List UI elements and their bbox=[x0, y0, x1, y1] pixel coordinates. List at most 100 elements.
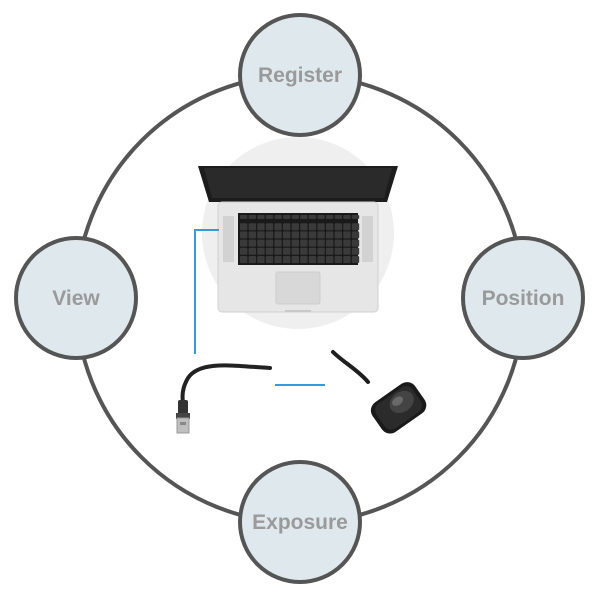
keyboard-key bbox=[240, 215, 248, 219]
node-view-circle bbox=[14, 236, 138, 360]
keyboard-key bbox=[265, 231, 274, 239]
keyboard-key bbox=[274, 215, 282, 219]
keyboard-key bbox=[283, 215, 291, 219]
node-exposure-circle bbox=[238, 460, 362, 584]
keyboard-key bbox=[308, 247, 317, 255]
node-register-label: Register bbox=[258, 64, 342, 87]
keyboard-key bbox=[351, 239, 360, 247]
keyboard-key bbox=[265, 256, 274, 263]
keyboard-key bbox=[308, 256, 317, 263]
keyboard-key bbox=[240, 247, 248, 255]
node-position-circle bbox=[461, 236, 585, 360]
keyboard-key bbox=[283, 231, 291, 239]
keyboard-key bbox=[265, 223, 274, 231]
keyboard-key bbox=[351, 247, 360, 255]
keyboard-key bbox=[257, 223, 265, 231]
keyboard-key bbox=[334, 215, 342, 219]
keyboard-key bbox=[308, 223, 317, 231]
keyboard-key bbox=[265, 239, 274, 247]
keyboard-key bbox=[300, 215, 308, 219]
keyboard-key bbox=[274, 247, 282, 255]
keyboard-key bbox=[334, 239, 342, 247]
keyboard-key bbox=[334, 256, 342, 263]
usb-cable-icon bbox=[176, 363, 272, 434]
keyboard-key bbox=[265, 215, 274, 219]
keyboard-key bbox=[334, 223, 342, 231]
keyboard-key bbox=[283, 223, 291, 231]
keyboard-key bbox=[257, 256, 265, 263]
keyboard-key bbox=[317, 247, 325, 255]
intraoral-sensor-icon bbox=[331, 350, 427, 434]
keyboard-key bbox=[240, 231, 248, 239]
keyboard-key bbox=[257, 239, 265, 247]
keyboard-key bbox=[248, 239, 256, 247]
connector-lines bbox=[194, 229, 325, 386]
keyboard-key bbox=[291, 247, 299, 255]
keyboard-key bbox=[300, 256, 308, 263]
keyboard-key bbox=[291, 231, 299, 239]
keyboard-key bbox=[257, 231, 265, 239]
keyboard-key bbox=[248, 231, 256, 239]
keyboard-key bbox=[248, 256, 256, 263]
keyboard-key bbox=[351, 256, 360, 263]
node-register: Register bbox=[238, 13, 362, 137]
keyboard-key bbox=[343, 215, 351, 219]
keyboard-key bbox=[283, 256, 291, 263]
keyboard-key bbox=[343, 256, 351, 263]
keyboard-key bbox=[343, 231, 351, 239]
node-position: Position bbox=[461, 236, 585, 360]
keyboard-key bbox=[334, 231, 342, 239]
keyboard-key bbox=[240, 256, 248, 263]
keyboard-key bbox=[291, 215, 299, 219]
keyboard-key bbox=[283, 239, 291, 247]
node-exposure-label: Exposure bbox=[252, 511, 348, 534]
keyboard-key bbox=[274, 231, 282, 239]
keyboard-key bbox=[308, 231, 317, 239]
node-view: View bbox=[14, 236, 138, 360]
node-position-label: Position bbox=[482, 287, 565, 310]
keyboard-key bbox=[351, 231, 360, 239]
keyboard-key bbox=[326, 256, 334, 263]
keyboard-key bbox=[351, 215, 360, 219]
keyboard-key bbox=[300, 223, 308, 231]
keyboard-key bbox=[248, 215, 256, 219]
keyboard-key bbox=[265, 247, 274, 255]
keyboard-key bbox=[257, 247, 265, 255]
node-exposure: Exposure bbox=[238, 460, 362, 584]
keyboard-key bbox=[291, 223, 299, 231]
keyboard-key bbox=[300, 231, 308, 239]
keyboard-key bbox=[326, 223, 334, 231]
keyboard-key bbox=[317, 231, 325, 239]
keyboard-key bbox=[274, 256, 282, 263]
keyboard-key bbox=[317, 239, 325, 247]
keyboard-key bbox=[248, 247, 256, 255]
keyboard-key bbox=[317, 223, 325, 231]
keyboard-key bbox=[240, 239, 248, 247]
laptop-icon bbox=[198, 166, 398, 313]
keyboard-key bbox=[308, 239, 317, 247]
keyboard-key bbox=[326, 231, 334, 239]
keyboard-key bbox=[308, 215, 317, 219]
keyboard-key bbox=[326, 215, 334, 219]
keyboard-key bbox=[300, 247, 308, 255]
keyboard-key bbox=[240, 223, 248, 231]
keyboard-key bbox=[334, 247, 342, 255]
keyboard-key bbox=[326, 239, 334, 247]
keyboard-key bbox=[326, 247, 334, 255]
keyboard-key bbox=[343, 247, 351, 255]
keyboard-key bbox=[274, 239, 282, 247]
keyboard-key bbox=[274, 223, 282, 231]
keyboard-key bbox=[300, 239, 308, 247]
keyboard-key bbox=[343, 239, 351, 247]
keyboard-key bbox=[257, 215, 265, 219]
connector-laptop-to-cable bbox=[194, 229, 219, 354]
keyboard-key bbox=[291, 239, 299, 247]
keyboard-key bbox=[317, 256, 325, 263]
keyboard-key bbox=[248, 223, 256, 231]
keyboard-key bbox=[291, 256, 299, 263]
keyboard-key bbox=[283, 247, 291, 255]
node-register-circle bbox=[238, 13, 362, 137]
keyboard-key bbox=[343, 223, 351, 231]
keyboard-key bbox=[351, 223, 360, 231]
